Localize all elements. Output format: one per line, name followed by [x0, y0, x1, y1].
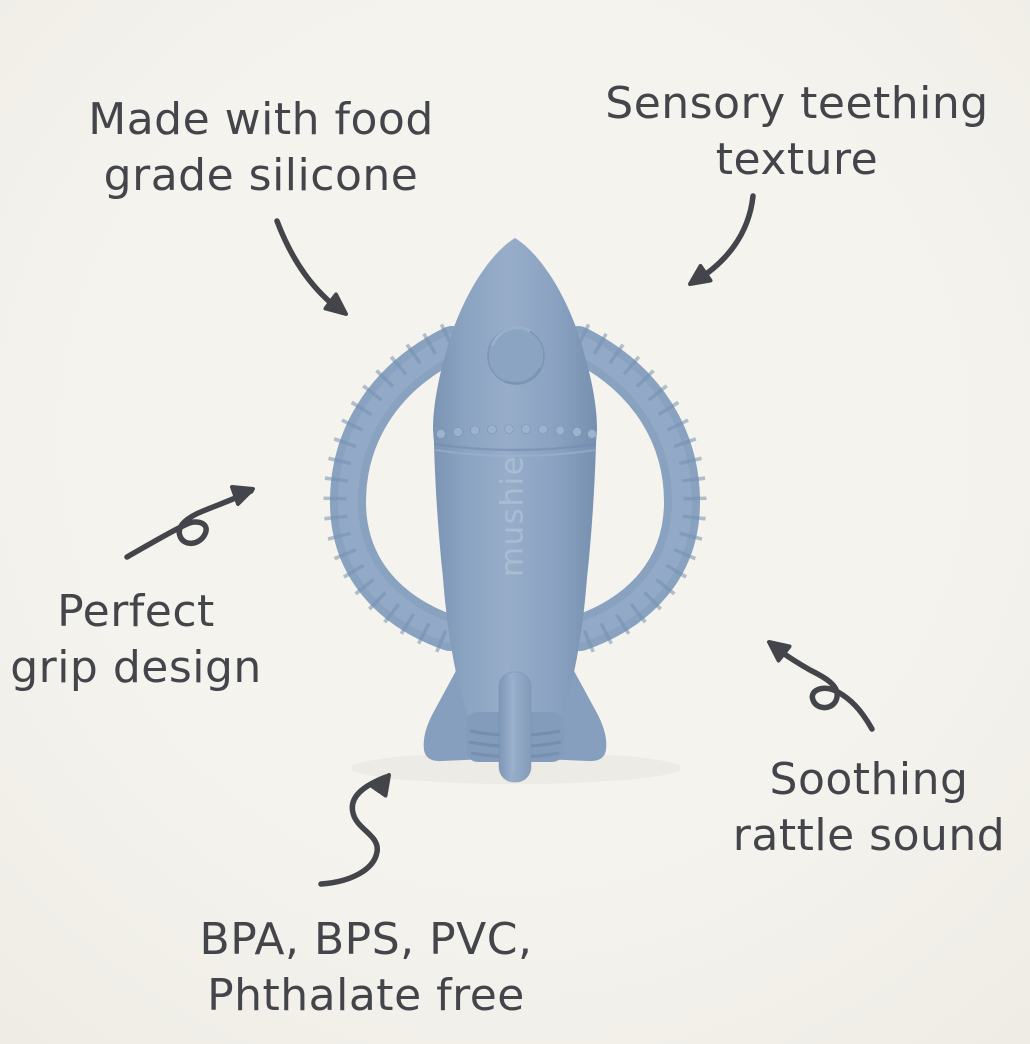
arrow-rattle-sound	[767, 640, 875, 732]
annotation-line: BPA, BPS, PVC,	[199, 914, 533, 965]
annotation-line: Made with food	[88, 94, 434, 145]
rivet-dots	[436, 424, 597, 439]
right-handle-teething-ribs	[576, 323, 707, 655]
annotation-line: Phthalate free	[207, 970, 525, 1021]
annotation-line: grade silicone	[103, 150, 419, 201]
annotation-line: rattle sound	[732, 810, 1006, 861]
arrow-sensory-texture	[688, 193, 756, 286]
annotation-bpa-bps-pvc-phthalate-free: BPA, BPS, PVC, Phthalate free	[200, 912, 533, 1024]
rocket-body	[433, 238, 597, 741]
exhaust-nozzle-column	[498, 671, 532, 783]
brand-logo-text: mushie	[495, 455, 531, 577]
annotation-line: grip design	[10, 642, 262, 693]
porthole-window	[487, 326, 545, 385]
left-grip-handle	[323, 323, 470, 655]
annotation-line: Soothing	[769, 754, 969, 805]
rocket-teether: mushie	[323, 238, 707, 783]
annotation-line: Sensory teething	[605, 78, 989, 129]
annotation-perfect-grip-design: Perfect grip design	[10, 584, 262, 696]
annotation-soothing-rattle-sound: Soothing rattle sound	[733, 752, 1005, 864]
right-grip-handle	[560, 323, 707, 655]
annotation-food-grade-silicone: Made with food grade silicone	[88, 92, 434, 204]
arrow-food-grade	[274, 218, 348, 316]
arrow-grip-design	[124, 485, 255, 560]
annotation-arrows	[124, 193, 875, 887]
arrow-material-free	[318, 773, 391, 887]
annotation-line: Perfect	[57, 586, 215, 637]
left-handle-teething-ribs	[323, 323, 454, 655]
annotation-line: texture	[715, 134, 879, 185]
body-seam	[433, 442, 597, 457]
annotation-sensory-teething-texture: Sensory teething texture	[605, 76, 988, 188]
